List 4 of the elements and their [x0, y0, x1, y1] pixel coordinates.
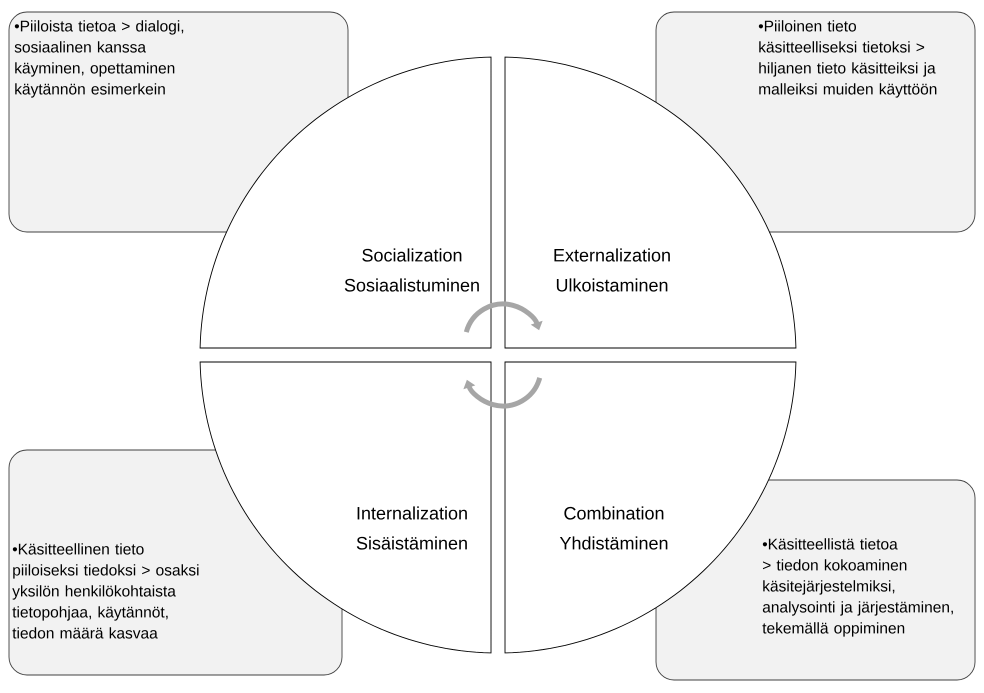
quadrant: Socialization Sosiaalistuminen	[200, 56, 492, 348]
cycle-arrow	[464, 302, 543, 333]
quadrant: Internalization Sisäistäminen	[200, 362, 492, 654]
cycle-arrow	[463, 377, 542, 408]
